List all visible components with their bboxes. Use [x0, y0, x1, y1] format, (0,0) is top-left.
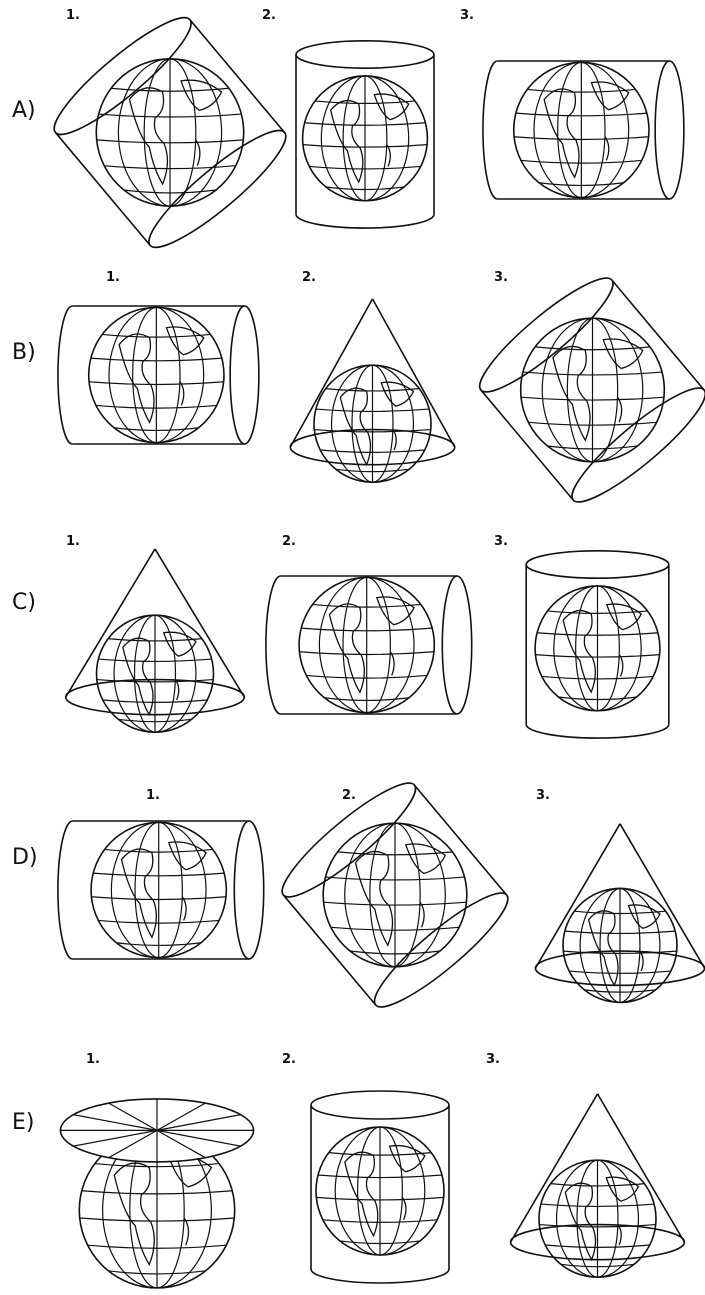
- horizontal-cylinder-projection-illustration: [60, 300, 265, 450]
- projection-figure: [60, 815, 270, 965]
- projection-figure: [290, 35, 440, 230]
- globe: [323, 823, 467, 967]
- vertical-cylinder-projection-illustration: [290, 35, 440, 230]
- cone-side: [535, 824, 620, 968]
- option-label-b: B): [12, 340, 36, 365]
- cone-side: [620, 824, 705, 968]
- cylinder-side: [481, 390, 573, 500]
- globe: [535, 586, 660, 711]
- cylinder-bottom: [526, 724, 669, 738]
- projection-figure: [60, 300, 265, 450]
- cone-side: [511, 1094, 598, 1242]
- cylinder-top: [526, 551, 669, 578]
- cylinder-left: [266, 576, 281, 714]
- cylinder-bottom: [311, 1269, 449, 1283]
- cylinder-side: [190, 20, 285, 133]
- cylinder-side: [283, 895, 375, 1005]
- projection-figure: [505, 1090, 690, 1285]
- cylinder-left: [483, 61, 497, 199]
- cylinder-end: [230, 306, 259, 444]
- globe: [299, 577, 434, 712]
- item-number: 2.: [282, 1052, 296, 1067]
- vertical-cylinder-projection-illustration: [520, 545, 675, 740]
- cone-side: [598, 1094, 685, 1242]
- cone-projection-illustration: [60, 545, 250, 740]
- option-label-a: A): [12, 98, 36, 123]
- globe: [303, 76, 428, 201]
- cylinder-side: [612, 280, 704, 390]
- cone-projection-illustration: [505, 1090, 690, 1285]
- projection-figure: [490, 295, 695, 485]
- globe: [97, 615, 214, 732]
- projection-figure: [52, 1080, 262, 1290]
- globe: [514, 62, 649, 197]
- globe: [91, 822, 226, 957]
- plane-projection-illustration: [52, 1080, 262, 1290]
- oblique-cylinder-projection-illustration: [295, 800, 495, 990]
- item-number: 1.: [66, 8, 80, 23]
- cylinder-end: [234, 821, 263, 959]
- item-number: 3.: [536, 788, 550, 803]
- item-number: 2.: [302, 270, 316, 285]
- item-number: 2.: [262, 8, 276, 23]
- projection-figure: [285, 295, 460, 490]
- cone-projection-illustration: [285, 295, 460, 490]
- projection-figure: [485, 55, 690, 205]
- vertical-cylinder-projection-illustration: [305, 1085, 455, 1285]
- cylinder-side: [55, 132, 150, 245]
- cone-projection-illustration: [530, 820, 705, 1010]
- item-number: 3.: [494, 270, 508, 285]
- cylinder-end: [655, 61, 684, 199]
- cylinder-left: [58, 306, 72, 444]
- projection-figure: [305, 1085, 455, 1285]
- oblique-cylinder-projection-illustration: [490, 295, 695, 485]
- item-number: 1.: [106, 270, 120, 285]
- cylinder-top: [311, 1091, 449, 1119]
- oblique-cylinder-projection-illustration: [70, 35, 270, 230]
- globe: [521, 318, 665, 462]
- projection-figure: [520, 545, 675, 740]
- horizontal-cylinder-projection-illustration: [60, 815, 270, 965]
- globe: [539, 1160, 656, 1277]
- item-number: 1.: [86, 1052, 100, 1067]
- projection-figure: [60, 545, 250, 740]
- cone-side: [155, 549, 244, 697]
- cylinder-end: [442, 576, 471, 714]
- item-number: 3.: [494, 534, 508, 549]
- projection-figure: [530, 820, 705, 1010]
- globe: [314, 365, 431, 482]
- option-label-d: D): [12, 845, 38, 870]
- item-number: 2.: [282, 534, 296, 549]
- horizontal-cylinder-projection-illustration: [485, 55, 690, 205]
- item-number: 3.: [460, 8, 474, 23]
- horizontal-cylinder-projection-illustration: [268, 570, 478, 720]
- projection-figure: [295, 800, 495, 990]
- globe: [96, 59, 243, 206]
- item-number: 1.: [146, 788, 160, 803]
- projection-figure: [70, 35, 270, 230]
- cylinder-side: [414, 785, 506, 895]
- cylinder-bottom: [296, 214, 434, 228]
- globe: [563, 888, 677, 1002]
- option-label-e: E): [12, 1110, 34, 1135]
- option-label-c: C): [12, 590, 36, 615]
- projection-figure: [268, 570, 478, 720]
- cylinder-left: [58, 821, 73, 959]
- item-number: 3.: [486, 1052, 500, 1067]
- globe: [89, 307, 224, 442]
- cylinder-top: [296, 41, 434, 68]
- cone-side: [66, 549, 155, 697]
- globe: [316, 1127, 444, 1255]
